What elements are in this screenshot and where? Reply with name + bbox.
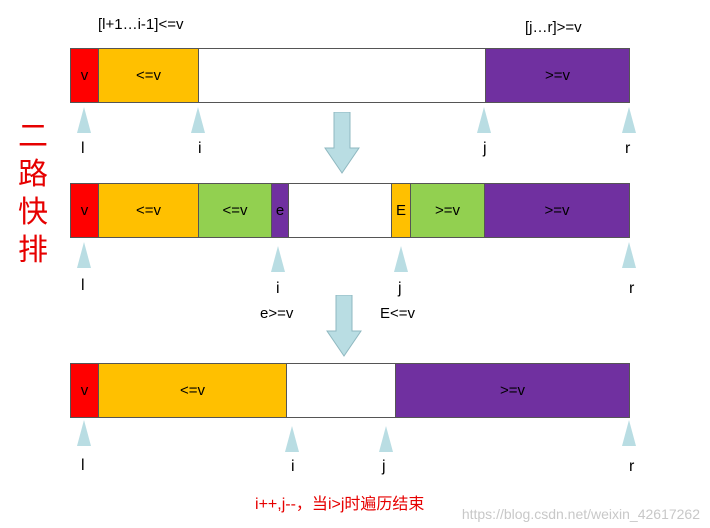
side-title-char-3: 快 [18,195,48,230]
row1-pointer-r [622,107,636,133]
row1-label-l: l [81,140,85,157]
side-title: 二 路 快 排 [16,118,50,270]
side-title-char-1: 二 [18,119,48,154]
row1-label-r: r [625,140,631,157]
row3-label-j: j [382,458,386,475]
row1-le-segment: <=v [99,49,199,102]
row3-array-bar: v <=v >=v [70,363,630,418]
row2-ge-segment: >=v [485,184,629,237]
footer-i: i [255,496,259,513]
row2-label-j: j [398,280,402,297]
row3-label-i: i [291,458,295,475]
annotation-left-range: [l+1…i-1]<=v [98,16,184,33]
watermark: https://blog.csdn.net/weixin_42617262 [461,506,700,522]
footer-caption: i++,j--，当i>j时遍历结束 [255,490,424,514]
annotation-right-range: [j…r]>=v [525,19,582,36]
row1-pivot-cell: v [71,49,99,102]
footer-j2: j [340,496,345,513]
row2-pointer-r [622,242,636,268]
footer-i2: i [327,496,332,513]
row2-note-E: E<=v [380,305,416,322]
side-title-char-4: 排 [18,233,48,268]
row2-ge-new-segment: >=v [411,184,485,237]
row2-le-new-segment: <=v [199,184,272,237]
row3-pointer-l [77,420,91,446]
row2-pointer-l [77,242,91,268]
row3-pointer-i [285,426,299,452]
row1-pointer-j [477,107,491,133]
row3-pivot-cell: v [71,364,99,417]
row1-pointer-i [191,107,205,133]
footer-inc: ++, [258,496,282,513]
footer-j: j [281,496,286,513]
footer-gt: > [331,496,341,513]
row1-label-i: i [198,140,202,157]
row2-pointer-i [271,246,285,272]
row1-pointer-l [77,107,91,133]
row3-ge-segment: >=v [395,364,629,417]
row2-label-r: r [629,280,635,297]
row2-le-segment: <=v [99,184,199,237]
row2-e-cell: e [272,184,289,237]
row2-label-i: i [276,280,280,297]
footer-dec-when: --，当 [285,496,328,513]
row1-ge-segment: >=v [485,49,629,102]
row3-label-r: r [629,458,635,475]
side-title-char-2: 路 [18,157,48,192]
row2-label-l: l [81,277,85,294]
row2-pivot-cell: v [71,184,99,237]
row3-pointer-j [379,426,393,452]
row2-E-cell: E [391,184,411,237]
down-arrow-icon [326,295,362,357]
down-arrow-icon [324,112,360,174]
row1-array-bar: v <=v >=v [70,48,630,103]
row1-label-j: j [483,140,487,157]
row2-note-e: e>=v [260,305,294,322]
row3-pointer-r [622,420,636,446]
row3-le-segment: <=v [99,364,287,417]
row3-label-l: l [81,457,85,474]
row2-pointer-j [394,246,408,272]
footer-tail: 时遍历结束 [344,496,425,513]
row2-array-bar: v <=v <=v e E >=v >=v [70,183,630,238]
